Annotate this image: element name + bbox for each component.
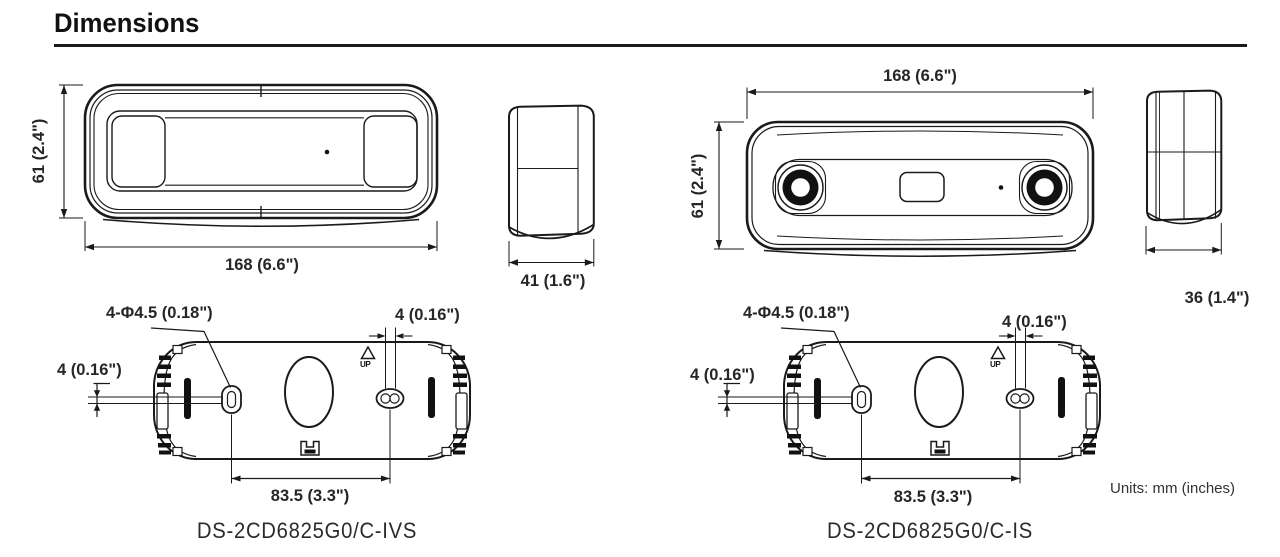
front-view-ivs: [59, 83, 439, 251]
ivs-hole-offset-top-label: 4 (0.16"): [395, 306, 460, 324]
ivs-side-depth-label: 41 (1.6"): [520, 272, 586, 290]
ivs-front-height-label: 61 (2.4"): [30, 118, 48, 184]
ivs-hole-offset-left-label: 4 (0.16"): [57, 361, 122, 379]
side-view-is: [1145, 89, 1223, 255]
front-view-is: [714, 87, 1095, 257]
ivs-model-label: DS-2CD6825G0/C-IVS: [196, 518, 418, 543]
rear-plate-is: [717, 326, 1101, 485]
side-view-ivs: [508, 104, 595, 267]
rear-plate-ivs: [87, 326, 471, 485]
is-hole-spacing-label: 83.5 (3.3"): [893, 488, 973, 506]
units-note: Units: mm (inches): [1110, 480, 1236, 497]
ivs-up-marker: UP: [360, 359, 371, 369]
is-front-height-label: 61 (2.4"): [689, 153, 707, 219]
is-side-depth-label: 36 (1.4"): [1184, 289, 1250, 307]
page-title: Dimensions: [54, 8, 200, 38]
ivs-front-width-label: 168 (6.6"): [225, 256, 299, 274]
is-up-marker: UP: [990, 359, 1001, 369]
is-screw-holes-label: 4-Φ4.5 (0.18"): [743, 304, 850, 322]
ivs-hole-spacing-label: 83.5 (3.3"): [270, 487, 350, 505]
ivs-screw-holes-label: 4-Φ4.5 (0.18"): [106, 304, 213, 322]
is-model-label: DS-2CD6825G0/C-IS: [827, 518, 1033, 543]
is-hole-offset-top-label: 4 (0.16"): [1002, 313, 1067, 331]
is-front-width-label: 168 (6.6"): [883, 67, 957, 85]
is-hole-offset-left-label: 4 (0.16"): [690, 366, 755, 384]
title-underline: [54, 44, 1247, 47]
